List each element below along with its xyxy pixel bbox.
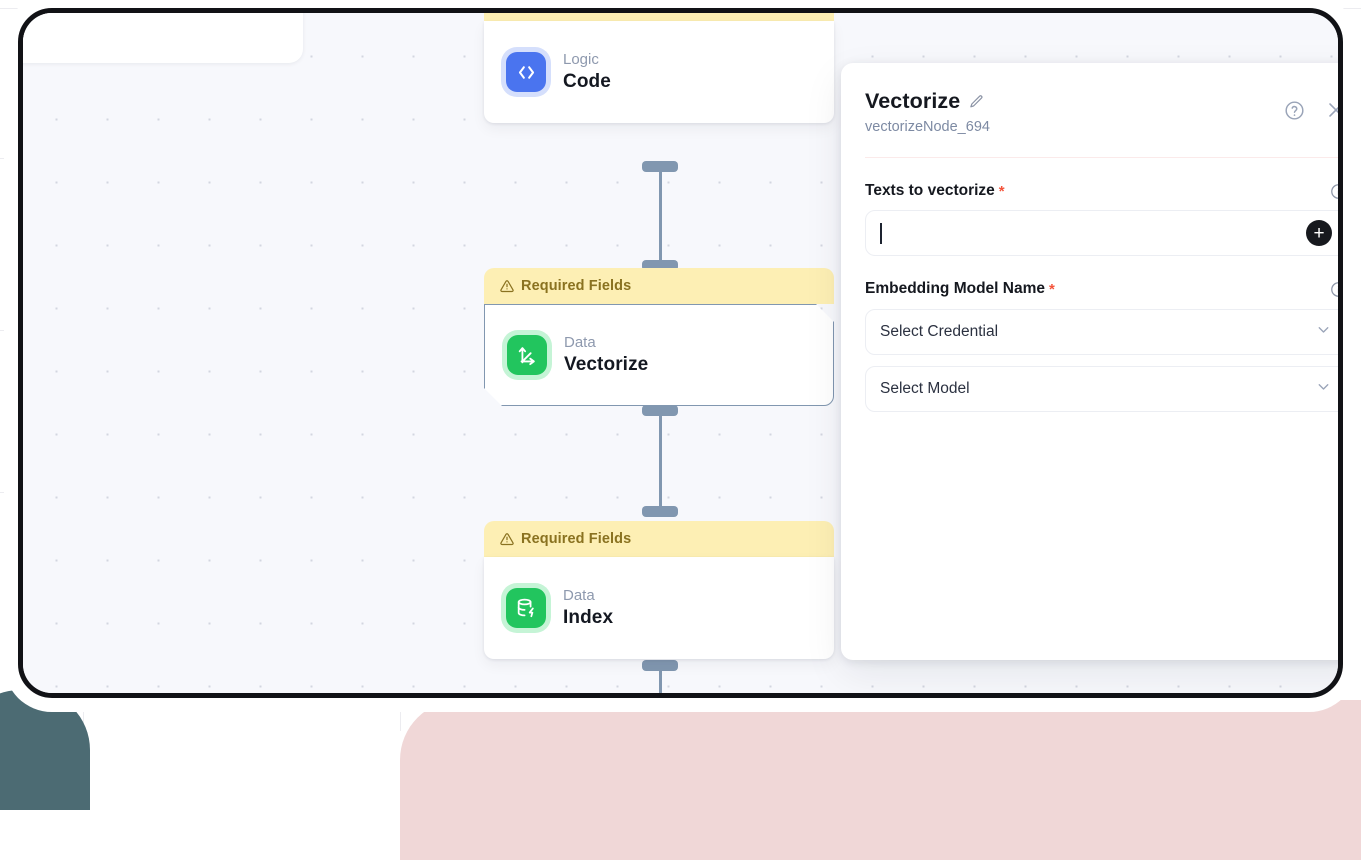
warning-triangle-icon [500,8,514,10]
node-body[interactable]: Data Index [484,557,834,659]
edge-index-downstream [659,669,662,698]
node-badge-label: Required Fields [521,8,631,11]
axes-arrow-icon [507,335,547,375]
select-model-dropdown[interactable]: Select Model [865,366,1343,412]
close-icon[interactable] [1325,99,1343,121]
field-label-row: Texts to vectorize * [865,182,1343,200]
node-badge-label: Required Fields [521,278,631,294]
warning-triangle-icon [500,532,514,546]
field-texts-to-vectorize: Texts to vectorize * + [865,182,1343,256]
panel-title: Vectorize [865,89,960,114]
node-warning-badge: Required Fields [484,268,834,304]
panel-divider [865,157,1343,158]
select-credential-value: Select Credential [880,323,998,341]
panel-actions [1284,99,1343,121]
node-warning-badge: Required Fields [484,8,834,21]
flow-node-index[interactable]: Required Fields Data Index [484,521,834,659]
warning-triangle-icon [500,279,514,293]
panel-subtitle: vectorizeNode_694 [865,119,1343,135]
field-label: Texts to vectorize [865,182,995,200]
node-title: Code [563,71,611,93]
panel-header: Vectorize vectorizeNode_694 [865,89,1343,135]
node-warning-badge: Required Fields [484,521,834,557]
flow-node-code[interactable]: Required Fields Logic Code [484,8,834,123]
node-title: Vectorize [564,354,648,376]
select-model-value: Select Model [880,380,970,398]
required-marker: * [1049,281,1055,298]
chevron-down-icon [1315,321,1332,343]
device-frame: Required Fields Logic Code [18,8,1343,698]
info-icon[interactable] [1330,183,1343,200]
node-category: Data [564,334,648,351]
info-icon[interactable] [1330,281,1343,298]
node-body[interactable]: Logic Code [484,21,834,123]
flow-node-vectorize[interactable]: Required Fields Data Vectorize [484,268,834,406]
pencil-icon[interactable] [969,94,984,109]
text-cursor [880,223,882,244]
decorative-rose-shape [400,700,1361,860]
node-settings-panel[interactable]: Vectorize vectorizeNode_694 [841,63,1343,660]
select-credential-dropdown[interactable]: Select Credential [865,309,1343,355]
field-embedding-model-name: Embedding Model Name * Select Credential [865,280,1343,412]
edge-handle-index-in[interactable] [642,506,678,517]
question-circle-icon[interactable] [1284,100,1305,121]
code-icon [506,52,546,92]
chevron-down-icon [1315,378,1332,400]
node-category: Logic [563,51,611,68]
node-category: Data [563,587,613,604]
database-bolt-icon [506,588,546,628]
edge-vectorize-to-index [659,414,662,513]
edge-code-to-vectorize [659,170,662,268]
texts-to-vectorize-input[interactable]: + [865,210,1343,256]
panel-title-row: Vectorize [865,89,1343,114]
node-badge-label: Required Fields [521,531,631,547]
decorative-teal-shape [0,690,90,810]
add-item-button[interactable]: + [1306,220,1332,246]
node-body[interactable]: Data Vectorize [484,304,834,406]
node-title: Index [563,607,613,629]
required-marker: * [999,183,1005,200]
canvas-toolbar-panel[interactable] [18,8,303,63]
field-label: Embedding Model Name [865,280,1045,298]
field-label-row: Embedding Model Name * [865,280,1343,298]
